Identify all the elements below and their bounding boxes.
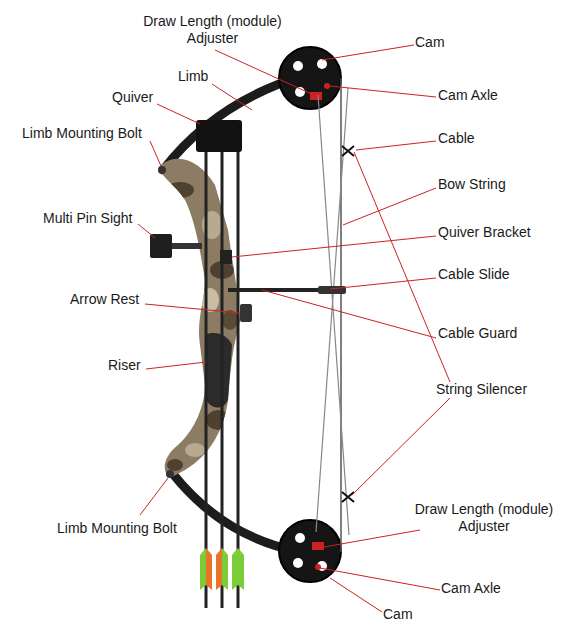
upper-cam bbox=[279, 47, 341, 109]
leader-line bbox=[356, 141, 436, 150]
sight-housing bbox=[150, 234, 172, 258]
camo-blotch bbox=[166, 182, 194, 198]
arrow-rest bbox=[240, 304, 252, 322]
part-label: Cam Axle bbox=[438, 87, 498, 104]
camo-blotch bbox=[206, 410, 230, 430]
leader-line bbox=[324, 530, 420, 547]
quiver-bracket bbox=[220, 250, 232, 264]
part-label: Limb bbox=[178, 68, 208, 85]
leader-line bbox=[352, 398, 450, 495]
part-label: Cam bbox=[415, 34, 445, 51]
arrow-fletching bbox=[222, 548, 228, 590]
arrow-fletching bbox=[232, 548, 238, 590]
cable-slide bbox=[318, 286, 346, 294]
arrow-fletching bbox=[206, 548, 212, 590]
riser-grip bbox=[205, 333, 232, 407]
cam-wheel bbox=[279, 47, 341, 109]
arrow-fletching bbox=[238, 548, 244, 590]
leader-line bbox=[150, 141, 161, 166]
leader-line bbox=[330, 278, 436, 289]
leader-line bbox=[215, 50, 316, 96]
part-label: Cam bbox=[383, 606, 413, 623]
arrow-shaft bbox=[221, 125, 224, 608]
part-label: Quiver bbox=[112, 89, 153, 106]
part-label: Arrow Rest bbox=[70, 291, 139, 308]
part-label: Draw Length (module) Adjuster bbox=[140, 13, 285, 47]
cam-hole bbox=[295, 533, 305, 543]
cam-hole bbox=[293, 61, 303, 71]
camo-blotch bbox=[167, 459, 183, 471]
part-label: Bow String bbox=[438, 176, 506, 193]
leader-line bbox=[157, 104, 200, 124]
leader-lines bbox=[138, 45, 450, 612]
cam-wheel bbox=[279, 520, 341, 582]
string-silencer bbox=[342, 146, 354, 156]
cable bbox=[318, 95, 349, 535]
riser-body bbox=[150, 150, 250, 490]
string-silencer bbox=[342, 492, 354, 502]
bow-string bbox=[340, 78, 342, 552]
leader-line bbox=[354, 152, 450, 382]
leader-line bbox=[145, 304, 240, 313]
camo-blotch bbox=[201, 288, 219, 312]
leader-line bbox=[146, 362, 206, 369]
part-label: Limb Mounting Bolt bbox=[22, 125, 142, 142]
arrow-shaft bbox=[205, 125, 208, 608]
part-label: Cable bbox=[438, 130, 475, 147]
part-label: Cable Slide bbox=[438, 266, 510, 283]
part-label: Multi Pin Sight bbox=[43, 210, 132, 227]
leader-line bbox=[232, 236, 436, 257]
leader-line bbox=[212, 84, 252, 110]
leader-line bbox=[320, 568, 440, 590]
arrow-fletching bbox=[200, 548, 206, 590]
leader-line bbox=[343, 188, 436, 225]
cam-axle bbox=[315, 564, 321, 570]
sight-bracket bbox=[172, 243, 202, 249]
leader-line bbox=[330, 578, 382, 612]
part-label: Cam Axle bbox=[441, 580, 501, 597]
leader-line bbox=[330, 86, 436, 97]
part-label: Cable Guard bbox=[438, 325, 517, 342]
module-adjuster bbox=[312, 542, 324, 550]
lower-cam bbox=[279, 520, 341, 582]
part-label: Limb Mounting Bolt bbox=[57, 520, 177, 537]
camo-blotch bbox=[185, 443, 205, 457]
arrow-fletching bbox=[216, 548, 222, 590]
part-label: Draw Length (module) Adjuster bbox=[410, 501, 558, 535]
leader-line bbox=[322, 45, 414, 60]
limb-bolt bbox=[158, 166, 166, 174]
part-label: String Silencer bbox=[436, 381, 527, 398]
leader-line bbox=[262, 290, 436, 338]
limb-bolt bbox=[166, 470, 174, 478]
arrow-shaft bbox=[237, 125, 240, 608]
cam-hole bbox=[317, 59, 327, 69]
riser-fill bbox=[150, 150, 250, 490]
leader-line bbox=[140, 478, 168, 515]
cam-hole bbox=[293, 558, 303, 568]
part-label: Quiver Bracket bbox=[438, 224, 531, 241]
part-label: Riser bbox=[108, 357, 141, 374]
quiver bbox=[196, 120, 242, 152]
cam-axle bbox=[324, 83, 330, 89]
leader-line bbox=[138, 224, 155, 238]
